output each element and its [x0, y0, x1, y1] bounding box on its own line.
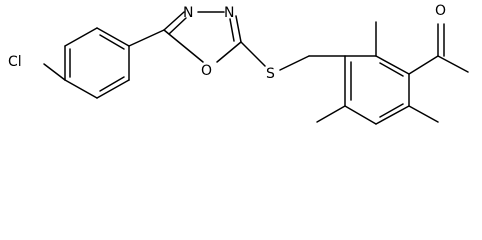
sulfur-methylene-bond: [279, 55, 310, 71]
ring-oxygen-label: O: [201, 63, 212, 79]
acetyl-methyl-bond: [437, 55, 469, 73]
trimethylphenyl-ring: [344, 55, 410, 125]
methyl-bond-left: [316, 105, 346, 123]
aryl-carbonyl-bond: [408, 55, 439, 75]
carbonyl-oxygen-label: O: [435, 3, 446, 19]
chlorophenyl-ring: [64, 27, 130, 99]
oxadiazole-ring: [163, 11, 242, 63]
molecule-structure: Cl N N O S O: [8, 3, 469, 125]
nitrogen-label-2: N: [224, 5, 234, 21]
c-cl-bond: [43, 63, 66, 81]
nitrogen-label-1: N: [183, 5, 193, 21]
oxadiazole-sulfur-bond: [240, 41, 266, 67]
sulfur-label: S: [266, 66, 275, 82]
chlorine-label: Cl: [8, 54, 22, 70]
aryl-oxadiazole-bond: [128, 29, 165, 47]
methyl-bond-right: [408, 105, 439, 123]
